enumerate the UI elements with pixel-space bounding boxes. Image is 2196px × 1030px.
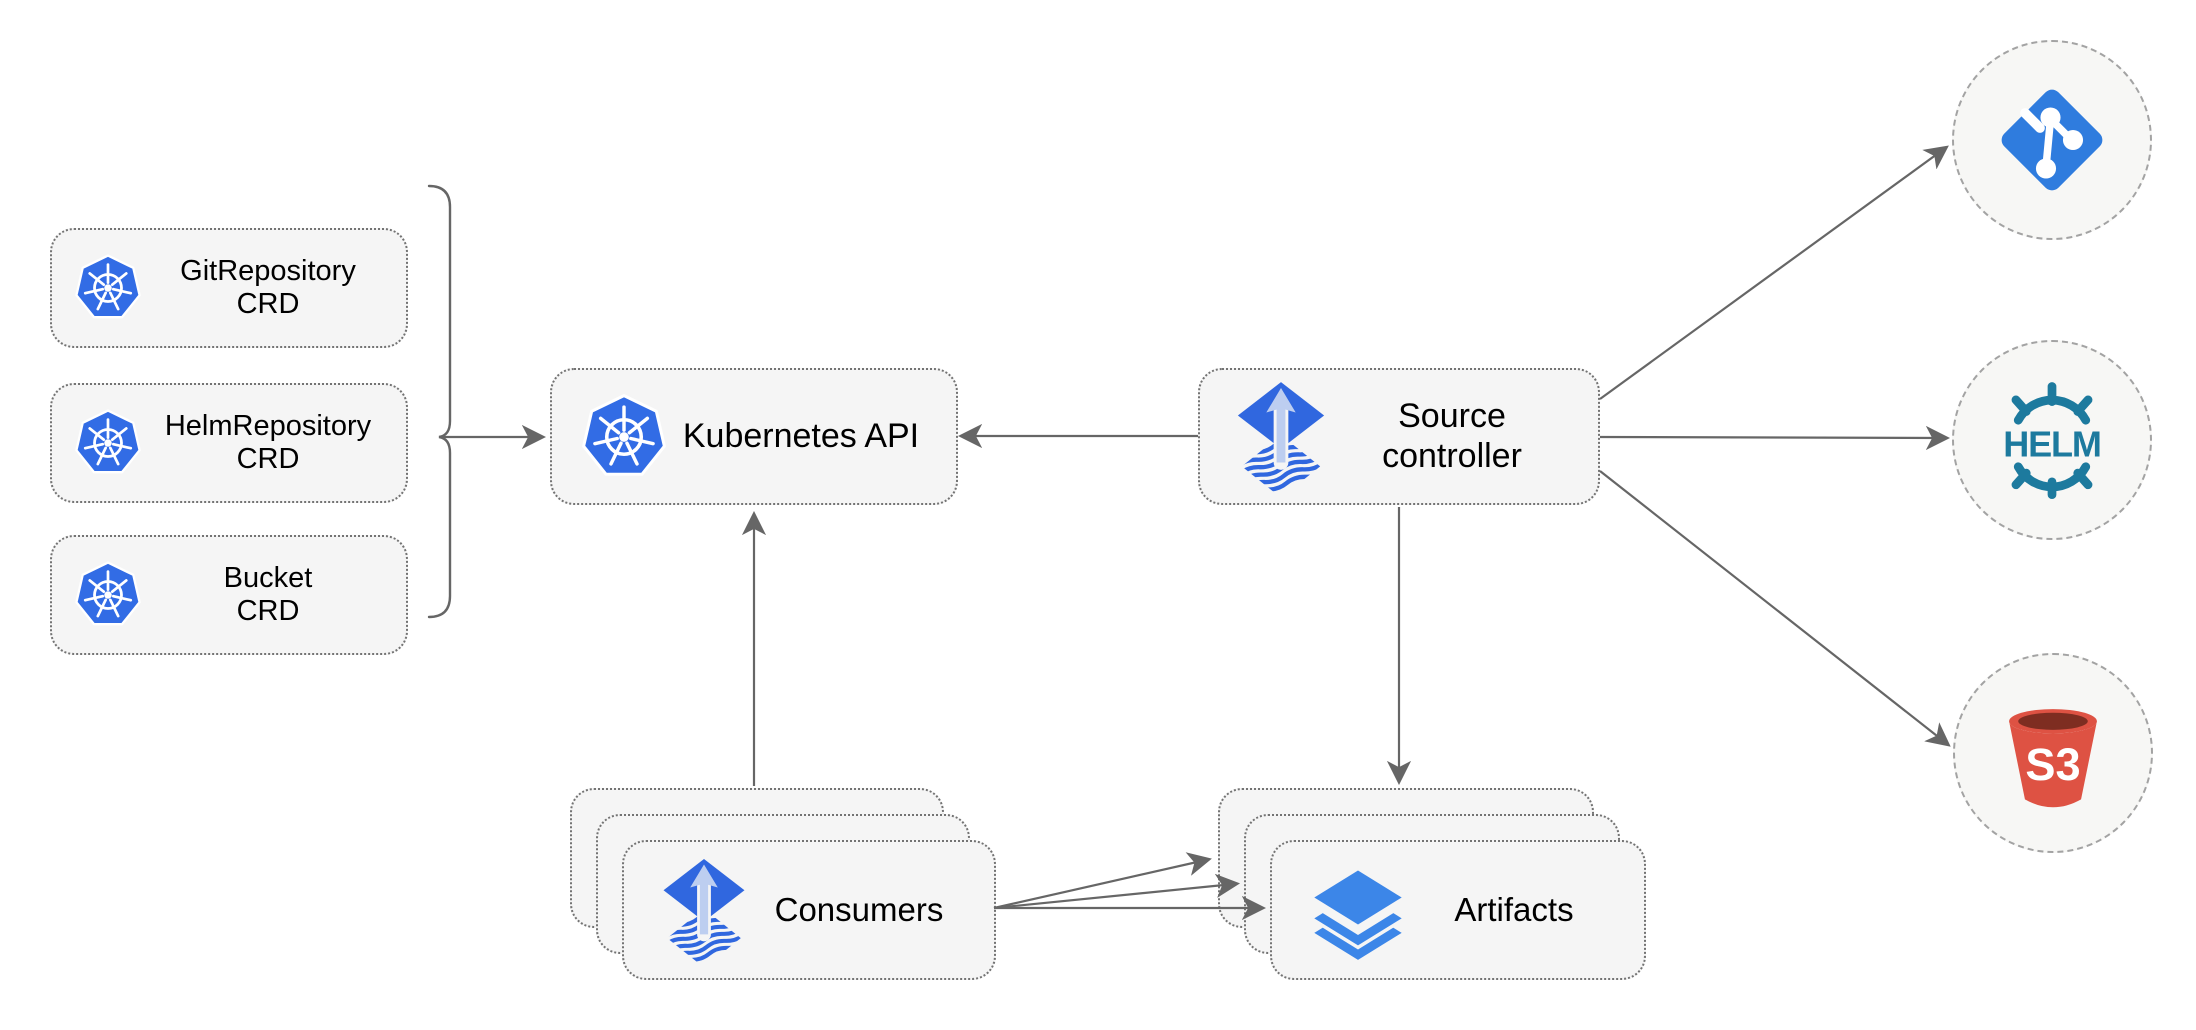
consumers-box: Consumers [622, 840, 996, 980]
source-controller-label: Source controller [1382, 397, 1522, 475]
source-controller-box: Source controller [1198, 368, 1600, 505]
flux-icon [658, 857, 750, 964]
git-source-circle [1952, 40, 2152, 240]
git-icon [1992, 80, 2112, 200]
s3-source-circle: S3 [1953, 653, 2153, 853]
kubernetes-api-label: Kubernetes API [682, 416, 920, 455]
kubernetes-icon [578, 391, 670, 483]
kubernetes-icon [72, 252, 144, 324]
helmrepository-crd-label: HelmRepository CRD [164, 409, 372, 475]
kubernetes-icon [72, 559, 144, 631]
bucket-crd-box: Bucket CRD [50, 535, 408, 655]
flux-icon [1232, 380, 1330, 494]
edge-source-to-git [1599, 145, 1949, 400]
layers-icon [1306, 858, 1410, 962]
s3-label: S3 [2025, 739, 2080, 790]
helm-label: HELM [2003, 423, 2101, 464]
bucket-crd-label: Bucket CRD [223, 561, 313, 627]
s3-bucket-icon: S3 [1992, 692, 2114, 814]
artifacts-label: Artifacts [1454, 891, 1574, 929]
kubernetes-api-box: Kubernetes API [550, 368, 958, 505]
gitrepository-crd-box: GitRepository CRD [50, 228, 408, 348]
edge-source-to-helm [1599, 425, 1951, 451]
artifacts-box: Artifacts [1270, 840, 1646, 980]
edge-consumers-to-artifacts-2 [993, 873, 1241, 910]
edge-consumers-to-artifacts-1 [993, 852, 1212, 910]
helm-source-circle: HELM [1952, 340, 2152, 540]
edge-source-to-s3 [1599, 470, 1951, 747]
helmrepository-crd-box: HelmRepository CRD [50, 383, 408, 503]
consumers-label: Consumers [774, 891, 944, 929]
kubernetes-icon [72, 407, 144, 479]
crd-group-bracket [427, 184, 452, 619]
gitrepository-crd-label: GitRepository CRD [180, 254, 356, 320]
helm-icon: HELM [1988, 376, 2116, 504]
